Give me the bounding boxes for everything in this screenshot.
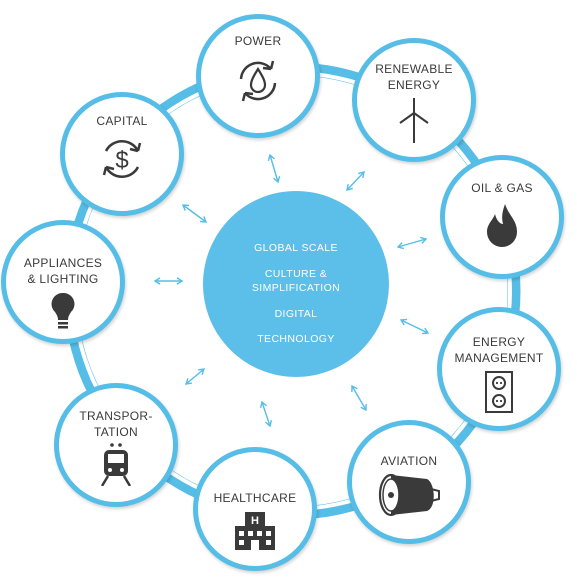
arrows-group (153, 153, 430, 428)
arrow-line-3 (400, 319, 429, 334)
node-power: POWER (196, 14, 320, 138)
arrow-head-3-1 (399, 318, 408, 326)
node-energy-management-label: ENERGY MANAGEMENT (454, 335, 544, 365)
node-renewable-energy: RENEWABLE ENERGY (352, 38, 476, 162)
hub-line-global-scale: GLOBAL SCALE (254, 242, 338, 254)
train-icon (100, 443, 132, 486)
arrow-head-5-0 (264, 420, 273, 428)
node-capital-label: CAPITAL (96, 114, 148, 128)
node-power-label: POWER (234, 34, 282, 48)
node-oil-gas: OIL & GAS (440, 155, 564, 279)
flame-icon (487, 204, 517, 247)
hospital-icon: H (235, 512, 275, 550)
node-renewable-energy-label: RENEWABLE ENERGY (375, 62, 453, 92)
hub-line-technology: TECHNOLOGY (257, 333, 335, 345)
jet-engine-icon (378, 473, 440, 517)
node-aviation-label: AVIATION (380, 454, 438, 468)
svg-text:H: H (251, 515, 259, 527)
wind-turbine-icon (399, 98, 429, 143)
hub-line-digital: DIGITAL (274, 308, 318, 320)
arrow-head-8-1 (181, 204, 190, 211)
arrow-head-7-1 (153, 277, 161, 285)
arrow-head-8-0 (199, 216, 208, 223)
node-appliances-lighting: APPLIANCES & LIGHTING (1, 220, 125, 344)
arrow-line-6 (185, 368, 205, 385)
arrow-head-1-1 (346, 183, 353, 191)
arrow-head-1-0 (358, 171, 365, 179)
arrow-line-1 (346, 171, 365, 191)
node-healthcare: HEALTHCARE H (193, 447, 317, 571)
arrow-head-2-0 (420, 236, 428, 244)
arrow-head-0-1 (267, 153, 275, 161)
arrow-head-6-1 (184, 378, 193, 385)
node-capital: CAPITAL $ (60, 92, 184, 216)
light-bulb-icon (51, 292, 75, 329)
node-appliances-lighting-label: APPLIANCES & LIGHTING (23, 256, 103, 286)
svg-text:$: $ (115, 147, 128, 174)
arrow-line-2 (397, 238, 427, 248)
arrow-head-5-1 (259, 400, 268, 408)
node-oil-gas-label: OIL & GAS (471, 181, 533, 195)
arrow-head-0-0 (273, 176, 281, 184)
arrow-line-5 (261, 401, 271, 427)
node-aviation: AVIATION (347, 420, 471, 544)
node-healthcare-label: HEALTHCARE (213, 491, 297, 505)
center-hub: GLOBAL SCALE CULTURE & SIMPLIFICATION DI… (203, 191, 389, 377)
arrow-head-2-1 (396, 242, 404, 250)
arrow-head-3-0 (421, 327, 430, 335)
power-cycle-icon (239, 60, 277, 102)
arrow-head-7-0 (176, 277, 184, 285)
node-transportation: TRANSPOR- TATION (54, 383, 178, 507)
arrow-head-4-0 (360, 403, 367, 412)
node-transportation-label: TRANSPOR- TATION (79, 409, 153, 439)
arrow-head-4-1 (351, 384, 358, 393)
arrow-head-6-0 (197, 368, 206, 375)
arrow-line-8 (182, 204, 207, 223)
outlet-icon (485, 371, 513, 413)
arrow-line-4 (351, 385, 367, 411)
arrow-line-0 (269, 154, 279, 183)
node-energy-management: ENERGY MANAGEMENT (437, 307, 561, 431)
hub-line-culture: CULTURE & SIMPLIFICATION (251, 268, 341, 294)
dollar-cycle-icon: $ (102, 140, 142, 178)
